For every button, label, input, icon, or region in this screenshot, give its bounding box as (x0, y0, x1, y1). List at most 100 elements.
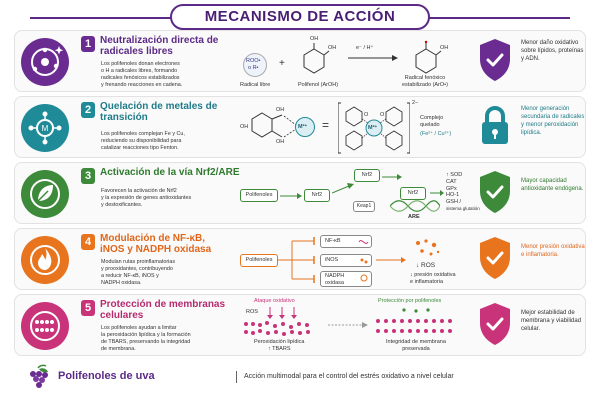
membrane-protection-diagram: Ataque oxidativo ROS Peroxidación lipídi… (240, 295, 475, 357)
step-number: 5 (81, 300, 95, 316)
step-number: 4 (81, 234, 95, 250)
grape-icon (30, 364, 48, 388)
phenoxyl-ring (415, 40, 442, 74)
polyphenols-box: Polifenoles (240, 254, 278, 267)
oh-label: OH (440, 45, 449, 51)
oh-label: OH (240, 124, 249, 130)
ros-label: ROS (246, 309, 258, 315)
step-number: 2 (81, 102, 95, 118)
chelate-complex (338, 102, 410, 154)
oh-label: OH (328, 45, 337, 51)
metal-ion-bubble (295, 117, 315, 137)
row-membrane-protection: 5 Protección de membranas celulares Los … (14, 294, 586, 356)
oxidative-pressure-label: ↓ presión oxidativa e inflamatoria (410, 272, 456, 285)
footer-brand: Polifenoles de uva (58, 370, 155, 382)
row-title: Activación de la vía Nrf2/ARE (100, 167, 240, 178)
are-label: ARE (408, 214, 420, 220)
polyphenol-protection-label: Protección por polifenoles (378, 298, 442, 304)
antioxidant-genes-list: ↑ SOD CAT GPx HO-1 GSH / sistema glutati… (446, 172, 480, 211)
electron-transfer-label: e⁻ / H⁺ (356, 45, 374, 51)
inos-box: iNOS (320, 254, 372, 267)
lock-icon (477, 103, 513, 149)
shield-check-icon (477, 37, 513, 83)
intact-membrane (376, 308, 452, 333)
free-radical-bubble (243, 53, 267, 77)
arrow-right-icon (348, 55, 398, 61)
shield-check-icon (477, 169, 513, 215)
nrf2-box: Nrf2 (354, 169, 380, 182)
shield-check-icon (477, 235, 513, 281)
membrane-icon (21, 302, 69, 350)
complex-label: Complejo quelado (420, 115, 444, 128)
row-title: Modulación de NF-κB, iNOS y NADPH oxidas… (100, 233, 212, 255)
polyphenol-label: Polifenol (ArOH) (298, 82, 339, 88)
keap1-box: Keap1 (353, 201, 375, 212)
dna-icon (390, 200, 440, 212)
phenoxyl-label: Radical fenóxico estabilizado (ArO•) (402, 75, 448, 88)
metal-ion-label: M²⁺ (298, 124, 308, 130)
oxidative-attack-label: Ataque oxidativo (254, 298, 295, 304)
shield-check-icon (477, 301, 513, 347)
footer: Polifenoles de uva Acción multimodal par… (14, 362, 586, 392)
free-radical-formula: ROO• o R• (246, 58, 261, 71)
catechol-ring (251, 112, 297, 138)
row-outcome: Menor presión oxidativa e inflamatoria. (521, 244, 585, 258)
row-nrf2-activation: 3 Activación de la vía Nrf2/ARE Favorece… (14, 162, 586, 224)
leaf-icon (21, 170, 69, 218)
arrow-right-icon (328, 322, 368, 328)
row-nfkb-modulation: 4 Modulación de NF-κB, iNOS y NADPH oxid… (14, 228, 586, 290)
inhibition-connector (278, 237, 315, 283)
row-title: Neutralización directa de radicales libr… (100, 35, 219, 57)
o-label: O (380, 112, 385, 118)
damaged-membrane (244, 307, 310, 336)
nrf2-box: Nrf2 (400, 187, 426, 200)
nfkb-modulation-diagram: Polifenoles NF-κB iNOS NADPH oxidasa ↓ (240, 229, 475, 291)
nadph-oxidase-box: NADPH oxidasa (320, 271, 372, 287)
flame-icon (21, 236, 69, 284)
row-outcome: Mejor estabilidad de membrana y viabilid… (521, 310, 582, 332)
svg-text:M: M (42, 124, 49, 133)
footer-subtitle: Acción multimodal para el control del es… (244, 373, 454, 380)
nrf2-box: Nrf2 (304, 189, 330, 202)
arrow-right-icon (382, 174, 402, 180)
page-title: MECANISMO DE ACCIÓN (170, 4, 430, 30)
title-area: MECANISMO DE ACCIÓN (0, 4, 600, 32)
row-outcome: Menor daño oxidativo sobre lípidos, prot… (521, 40, 584, 62)
plus-sign: + (279, 58, 285, 69)
metal-ion-label: M²⁺ (368, 125, 378, 131)
row-metal-chelation: M 2 Quelación de metales de transición L… (14, 96, 586, 158)
row-radical-neutralization: 1 Neutralización directa de radicales li… (14, 30, 586, 92)
arrow-right-icon (376, 257, 406, 263)
row-title: Quelación de metales de transición (100, 101, 218, 123)
oh-label: OH (276, 139, 285, 145)
target-glyphs (358, 240, 369, 282)
polyphenol-ring (303, 43, 330, 74)
row-outcome: Mayor capacidad antioxidante endógena. (521, 178, 584, 192)
nfkb-box: NF-κB (320, 235, 372, 248)
free-radical-label: Radical libre (240, 82, 271, 88)
equals-sign: = (322, 118, 330, 132)
charge-label: 2− (412, 100, 419, 106)
radical-scavenging-diagram: ROO• o R• Radical libre + OH OH Polifeno… (240, 31, 475, 93)
oh-label: OH (310, 36, 319, 42)
step-number: 1 (81, 36, 95, 52)
ros-particles (416, 239, 440, 256)
footer-separator (236, 371, 237, 383)
arrow-right-icon (430, 190, 444, 196)
row-outcome: Menor generación secundaria de radicales… (521, 106, 585, 136)
membrane-integrity-label: Integridad de membrana preservada (386, 339, 446, 352)
step-number: 3 (81, 168, 95, 184)
polyphenols-box: Polifenoles (240, 189, 278, 202)
sparkle-icon (21, 38, 69, 86)
lipid-peroxidation-label: Peroxidación lipídica ↑ TBARS (254, 339, 305, 352)
row-title: Protección de membranas celulares (100, 299, 226, 321)
metal-ions-label: (Fe²⁺ / Cu²⁺) (420, 131, 452, 137)
ros-label: ↓ ROS (416, 262, 436, 269)
arrow-right-icon (280, 193, 302, 199)
o-label: O (364, 112, 369, 118)
oh-label: OH (276, 107, 285, 113)
